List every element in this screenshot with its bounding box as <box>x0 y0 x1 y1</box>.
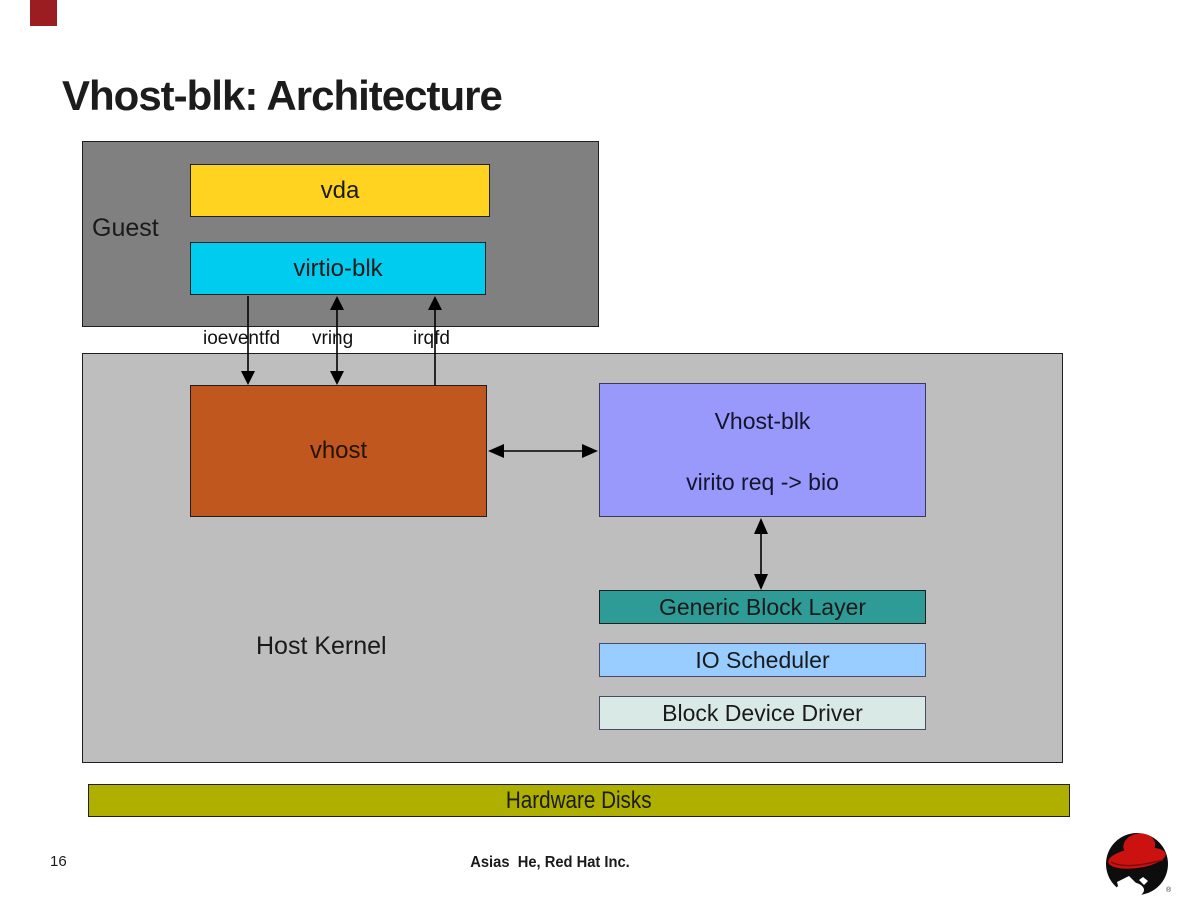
vhost-label: vhost <box>309 437 368 464</box>
page-number: 16 <box>50 853 67 870</box>
guest-label: Guest <box>92 214 159 242</box>
vring-label: vring <box>312 328 354 349</box>
vda-label: vda <box>320 176 360 204</box>
host-kernel-label: Host Kernel <box>256 632 387 660</box>
block-device-driver-label: Block Device Driver <box>662 699 863 726</box>
vda-box: vda <box>190 164 490 217</box>
block-device-driver-box: Block Device Driver <box>599 696 926 730</box>
vhost-blk-box: Vhost-blk virito req -> bio <box>599 383 926 517</box>
virtio-blk-box: virtio-blk <box>190 242 486 295</box>
svg-text:®: ® <box>1166 886 1172 894</box>
red-accent-tab <box>30 0 57 26</box>
vhost-blk-title: Vhost-blk <box>714 408 811 434</box>
vhost-box: vhost <box>190 385 487 517</box>
slide-title: Vhost-blk: Architecture <box>62 72 503 119</box>
generic-block-layer-label: Generic Block Layer <box>658 593 867 620</box>
io-scheduler-box: IO Scheduler <box>599 643 926 677</box>
ioeventfd-label: ioeventfd <box>203 328 281 349</box>
io-scheduler-label: IO Scheduler <box>695 646 830 673</box>
redhat-logo-icon: ® <box>1106 833 1172 898</box>
vhost-blk-subtitle: virito req -> bio <box>686 469 839 495</box>
hardware-disks-box: Hardware Disks <box>88 784 1070 817</box>
irqfd-label: irqfd <box>413 328 450 349</box>
hardware-disks-label: Hardware Disks <box>506 786 652 814</box>
generic-block-layer-box: Generic Block Layer <box>599 590 926 624</box>
footer-author: Asias He, Red Hat Inc. <box>470 854 630 871</box>
virtio-blk-label: virtio-blk <box>293 254 383 282</box>
